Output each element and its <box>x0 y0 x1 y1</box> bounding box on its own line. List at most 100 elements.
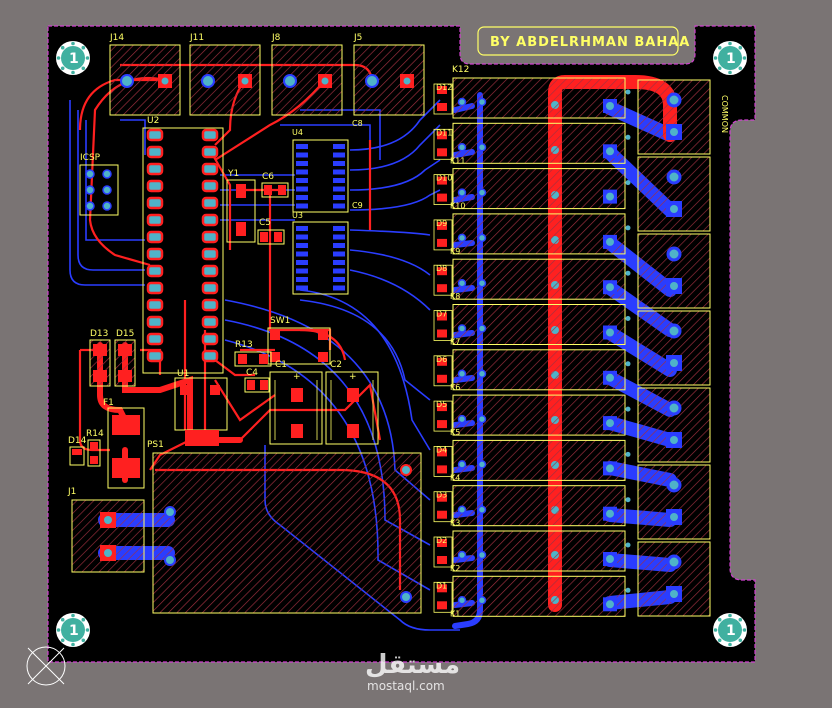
label-j1: J1 <box>67 487 76 497</box>
resistor-r14: R14 <box>86 429 104 467</box>
capacitor-c2: + C2 <box>325 360 379 445</box>
regulator-u1: U1 <box>174 369 228 446</box>
origin-marker-icon <box>26 646 66 686</box>
label-d15: D15 <box>116 329 134 339</box>
capacitor-c5: C5 <box>257 218 285 245</box>
relay <box>452 575 626 617</box>
label-diode: D2 <box>436 536 447 545</box>
capacitor-c4: C4 <box>244 368 270 393</box>
label-relay: K6 <box>450 383 460 392</box>
diode-d14: D14 <box>68 436 87 466</box>
output-terminal <box>637 541 711 617</box>
connector-j1: J1 <box>67 487 145 573</box>
mounting-hole-bottom-left: 1 <box>56 613 90 647</box>
label-c4: C4 <box>246 368 258 378</box>
switch-sw1: SW1 <box>267 316 331 365</box>
label-icsp: ICSP <box>80 153 101 163</box>
label-relay: K2 <box>450 564 460 573</box>
mounting-hole-top-left: 1 <box>56 41 90 75</box>
mounting-hole-number: 1 <box>726 51 736 67</box>
relay <box>452 213 626 255</box>
fuse-f1: F1 <box>103 398 145 489</box>
relay <box>452 77 626 119</box>
label-relay: K7 <box>450 338 460 347</box>
relay <box>452 122 626 164</box>
label-u2: U2 <box>147 116 159 126</box>
label-diode: D1 <box>436 581 447 590</box>
relay <box>452 349 626 391</box>
label-diode: D7 <box>436 310 447 319</box>
board-title: BY ABDELRHMAN BAHAA <box>490 35 690 50</box>
watermark: مستقل mostaql.com <box>365 650 460 693</box>
label-relay: K3 <box>450 519 460 528</box>
label-j11: J11 <box>189 33 204 43</box>
diode-d13: D13 <box>89 329 111 387</box>
resistor-r13: R13 <box>234 340 272 367</box>
label-diode: D4 <box>436 445 447 454</box>
label-diode: D6 <box>436 355 447 364</box>
label-relay: K5 <box>450 428 460 437</box>
mounting-hole-number: 1 <box>69 51 79 67</box>
label-diode: D3 <box>436 491 447 500</box>
ic-u2: U2 <box>142 116 224 374</box>
label-diode: D5 <box>436 400 447 409</box>
label-sw1: SW1 <box>270 316 290 326</box>
label-k12: K12 <box>452 65 469 75</box>
label-y1: Y1 <box>227 169 239 179</box>
diode-d15: D15 <box>114 329 136 387</box>
label-f1: F1 <box>103 398 114 408</box>
relay <box>452 530 626 572</box>
label-u1: U1 <box>177 369 189 379</box>
label-c1: C1 <box>275 360 287 370</box>
label-relay: K11 <box>450 156 465 165</box>
capacitor-c6: C6 <box>261 172 289 198</box>
mounting-hole-bottom-right: 1 <box>713 613 747 647</box>
label-relay: K8 <box>450 292 460 301</box>
label-r14: R14 <box>86 429 104 439</box>
label-d13: D13 <box>90 329 108 339</box>
label-relay: K10 <box>450 202 465 211</box>
relay <box>452 439 626 481</box>
mounting-hole-number: 1 <box>69 623 79 639</box>
label-relay: K9 <box>450 247 460 256</box>
label-relay: K1 <box>450 609 460 618</box>
label-relay: K4 <box>450 473 460 482</box>
output-terminal <box>637 387 711 463</box>
relay <box>452 304 626 345</box>
label-diode: D9 <box>436 219 447 228</box>
ic-u4: U4 C8 <box>292 119 363 213</box>
watermark-latin: mostaql.com <box>367 679 445 693</box>
icsp-header: ICSP <box>79 153 119 216</box>
label-c8: C8 <box>352 119 363 128</box>
output-terminal <box>637 310 711 386</box>
output-terminal <box>637 156 711 232</box>
label-diode: D11 <box>436 128 452 137</box>
mounting-hole-top-right: 1 <box>713 41 747 75</box>
title-frame <box>477 26 679 56</box>
output-terminals <box>637 79 711 617</box>
label-d14: D14 <box>68 436 87 446</box>
label-diode: D12 <box>436 83 452 92</box>
output-terminal <box>637 233 711 309</box>
label-common: COMMON <box>720 95 729 133</box>
label-diode: D8 <box>436 264 447 273</box>
label-r13: R13 <box>235 340 253 350</box>
svg-text:+: + <box>293 372 301 382</box>
top-connectors: J14 J11 J8 J5 <box>109 33 425 116</box>
label-u4: U4 <box>292 128 303 137</box>
label-j14: J14 <box>109 33 124 43</box>
relay <box>452 394 626 436</box>
relay <box>452 258 626 300</box>
label-j8: J8 <box>271 33 281 43</box>
power-supply-ps1: PS1 <box>147 440 422 614</box>
relay <box>452 168 626 210</box>
output-terminal <box>637 464 711 540</box>
label-c6: C6 <box>262 172 274 182</box>
ic-u3: U3 C9 <box>292 201 363 295</box>
label-c2: C2 <box>330 360 342 370</box>
svg-text:+: + <box>349 372 357 382</box>
watermark-arabic: مستقل <box>365 650 460 680</box>
relay <box>452 485 626 527</box>
label-c5: C5 <box>259 218 271 228</box>
